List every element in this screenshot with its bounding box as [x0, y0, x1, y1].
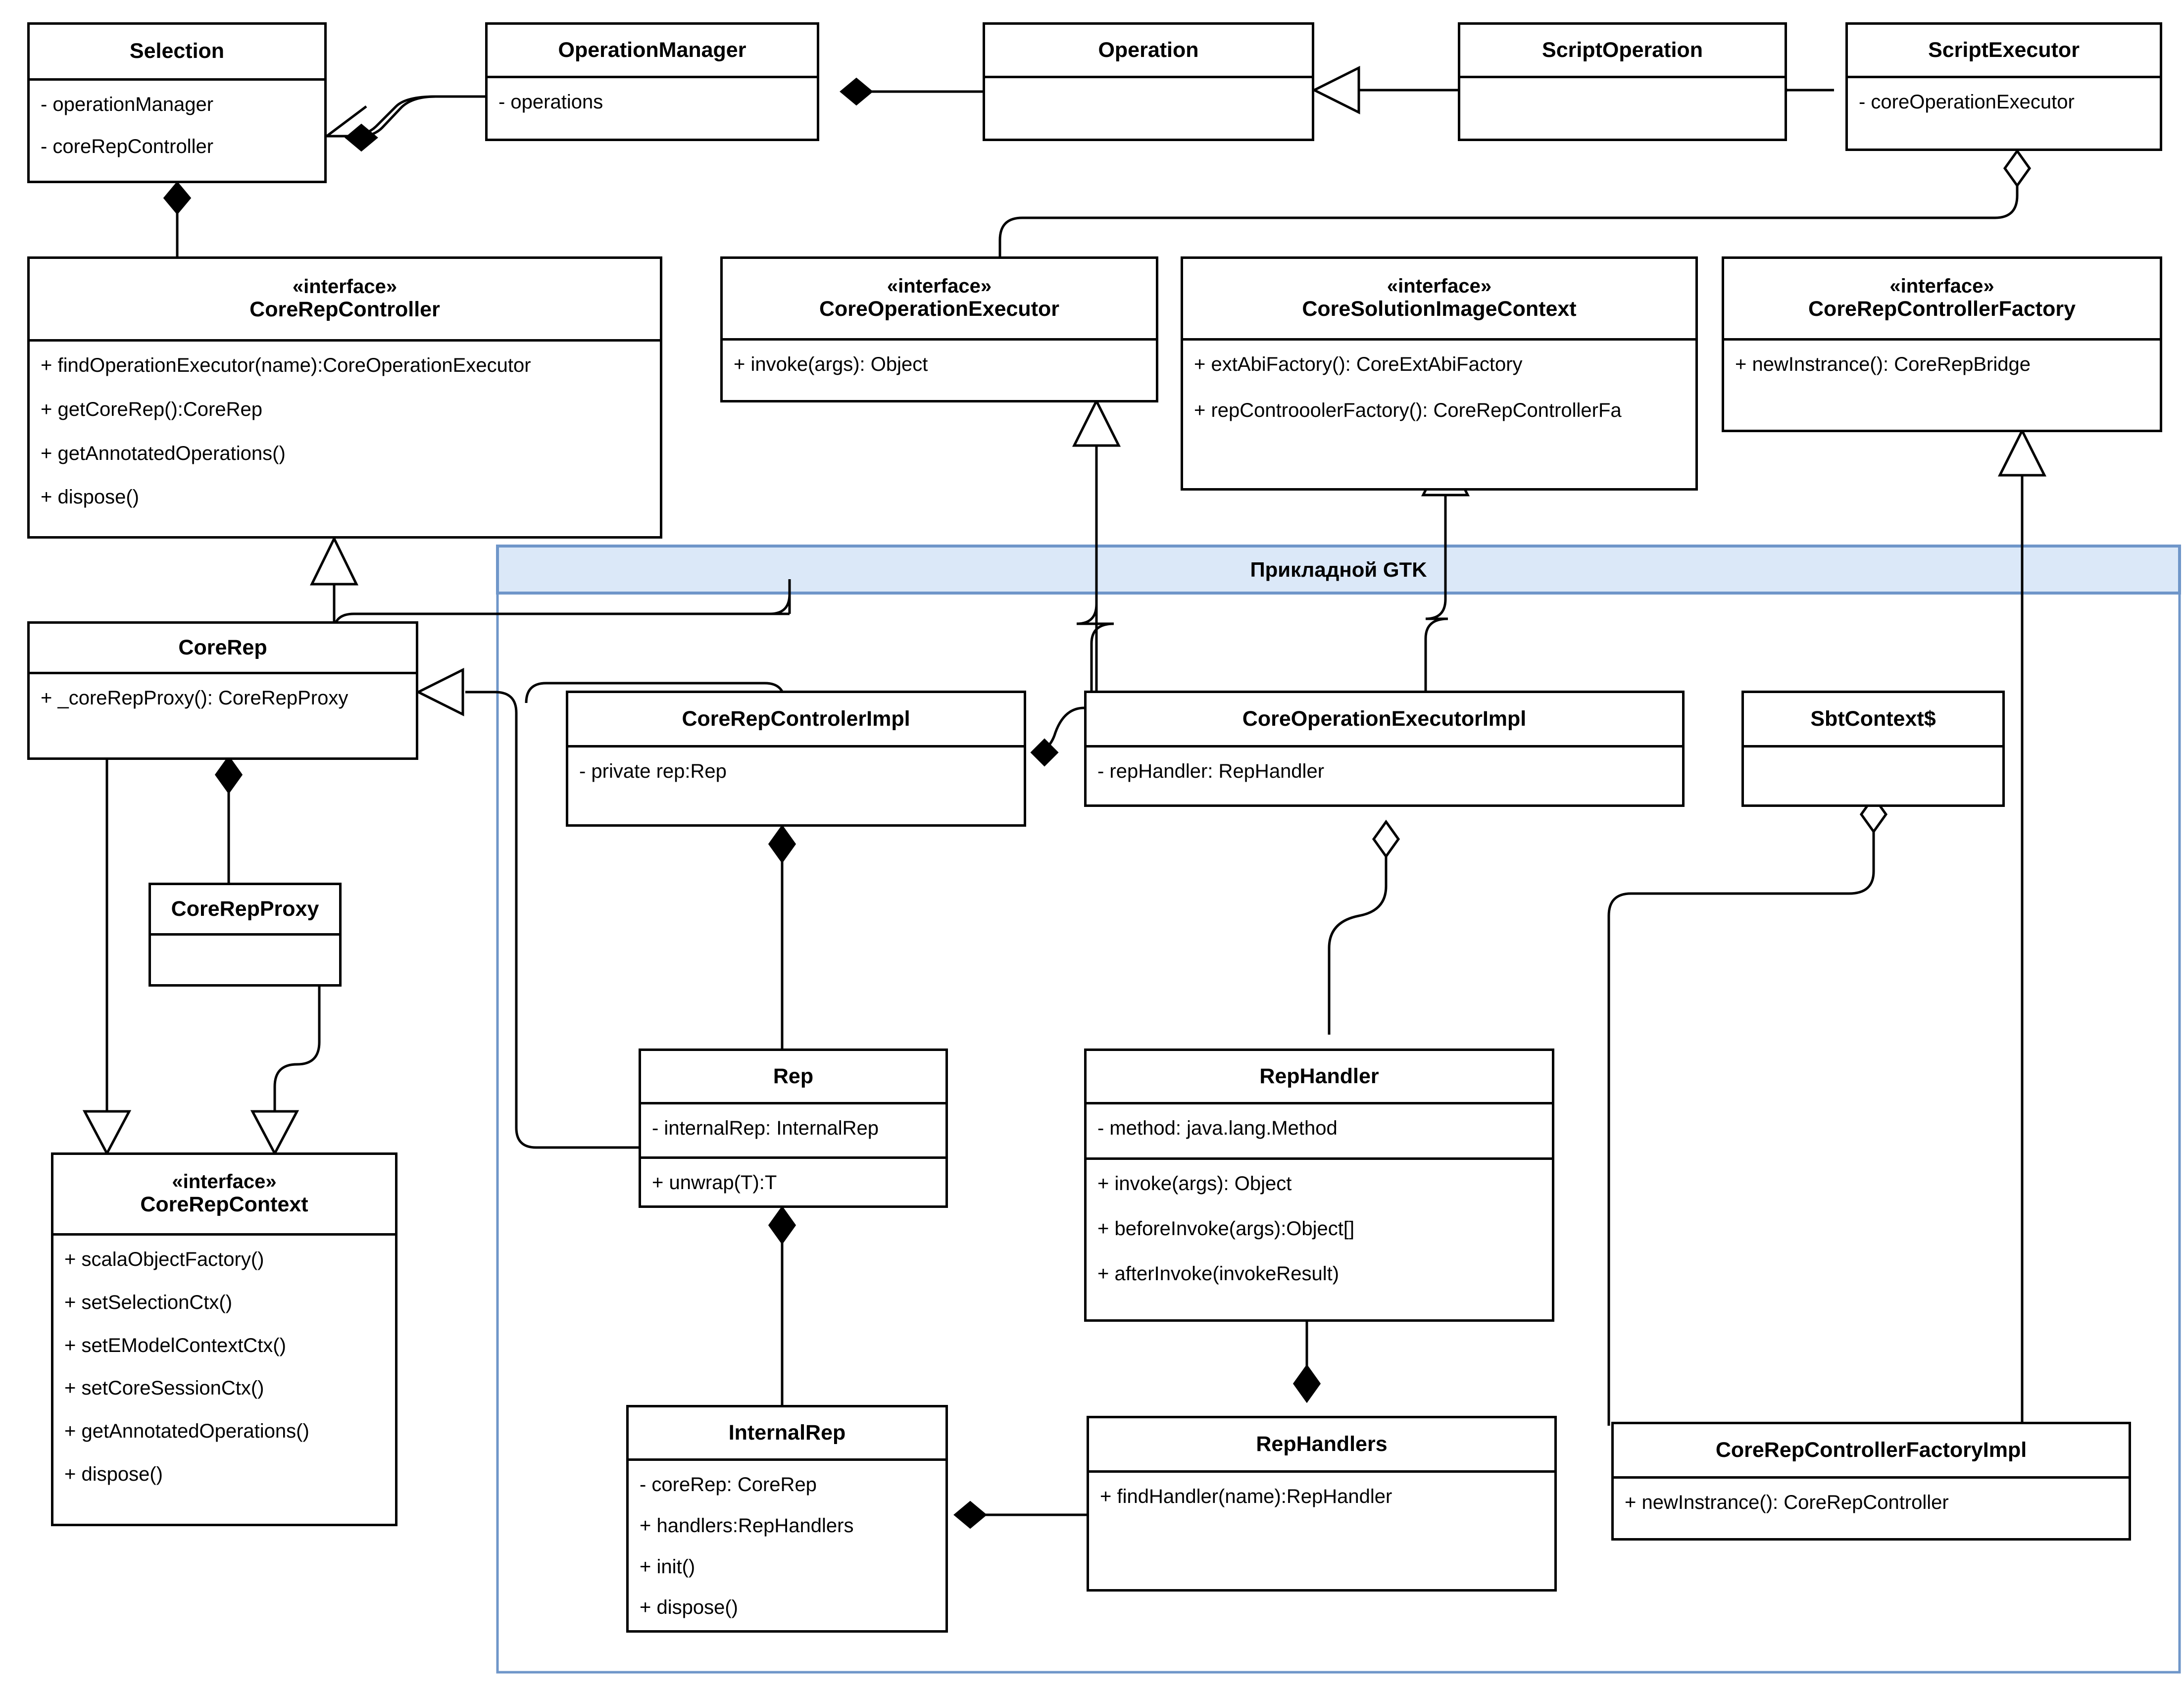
class-core-rep-proxy[interactable]: CoreRepProxy [149, 883, 342, 987]
class-operation: + setCoreSessionCtx() [64, 1377, 264, 1399]
class-stereotype: «interface» [887, 275, 992, 298]
composition-diamond-rep [768, 824, 796, 864]
class-attribute: - coreRepController [41, 135, 214, 157]
class-operation: + extAbiFactory(): CoreExtAbiFactory [1194, 353, 1523, 375]
class-selection[interactable]: Selection - operationManager - coreRepCo… [27, 22, 327, 183]
class-attribute: - coreRep: CoreRep [640, 1474, 817, 1496]
class-operation: + getAnnotatedOperations() [64, 1420, 309, 1443]
class-title: CoreRep [178, 635, 267, 659]
class-operation: + newInstrance(): CoreRepController [1625, 1492, 1949, 1513]
class-operation: + dispose() [64, 1463, 163, 1485]
class-attribute: - coreOperationExecutor [1859, 91, 2075, 113]
class-operation: + invoke(args): Object [1097, 1173, 1292, 1195]
class-attribute: - operationManager [41, 94, 214, 115]
class-title: ScriptExecutor [1928, 38, 2080, 62]
class-sbt-context[interactable]: SbtContext$ [1741, 691, 2005, 807]
class-core-rep-context[interactable]: «interface» CoreRepContext + scalaObject… [51, 1152, 397, 1526]
class-title: CoreSolutionImageContext [1302, 297, 1577, 321]
class-core-rep[interactable]: CoreRep + _coreRepProxy(): CoreRepProxy [27, 621, 418, 760]
class-attribute: - operations [498, 91, 603, 113]
class-operation: + afterInvoke(invokeResult) [1097, 1262, 1340, 1285]
class-attribute: + handlers:RepHandlers [640, 1514, 854, 1537]
class-rep-handlers[interactable]: RepHandlers + findHandler(name):RepHandl… [1087, 1416, 1557, 1592]
composition-diamond-operationmanager [840, 77, 873, 106]
class-operation: + _coreRepProxy(): CoreRepProxy [41, 687, 348, 709]
class-title: InternalRep [728, 1420, 846, 1445]
generalization-arrow-corerepcontrollerfactory [1997, 428, 2047, 477]
class-attribute: - internalRep: InternalRep [652, 1117, 879, 1139]
class-operation: + setSelectionCtx() [64, 1291, 233, 1313]
class-operation: + getCoreRep():CoreRep [41, 398, 262, 420]
class-operation: + newInstrance(): CoreRepBridge [1735, 353, 2031, 375]
class-stereotype: «interface» [172, 1171, 277, 1193]
class-title: RepHandler [1259, 1064, 1379, 1088]
class-core-operation-executor[interactable]: «interface» CoreOperationExecutor + invo… [720, 256, 1158, 402]
class-title: SbtContext$ [1810, 706, 1936, 731]
class-operation: + setEModelContextCtx() [64, 1334, 286, 1356]
class-title: Rep [773, 1064, 814, 1088]
class-core-rep-controller-factory[interactable]: «interface» CoreRepControllerFactory + n… [1722, 256, 2162, 432]
class-core-rep-controller-factory-impl[interactable]: CoreRepControllerFactoryImpl + newInstra… [1611, 1422, 2131, 1541]
class-stereotype: «interface» [292, 276, 397, 298]
class-core-operation-executor-impl[interactable]: CoreOperationExecutorImpl - repHandler: … [1084, 691, 1685, 807]
class-attribute: - private rep:Rep [579, 760, 727, 782]
class-operation: + getAnnotatedOperations() [41, 442, 286, 464]
composition-diamond-internalrep [768, 1205, 796, 1245]
class-script-operation[interactable]: ScriptOperation [1458, 22, 1787, 141]
class-attribute: - repHandler: RepHandler [1097, 760, 1325, 782]
class-core-rep-controler-impl[interactable]: CoreRepControlerImpl - private rep:Rep [566, 691, 1026, 827]
aggregation-diamond-rephandler [1372, 819, 1400, 859]
generalization-arrow-corerepcontext-left [82, 1110, 132, 1156]
class-title: CoreRepProxy [171, 897, 319, 921]
composition-diamond-coreoperationexecutorimpl [1030, 738, 1059, 767]
class-core-rep-controller[interactable]: «interface» CoreRepController + findOper… [27, 256, 662, 539]
class-operation-manager[interactable]: OperationManager - operations [485, 22, 819, 141]
class-rep[interactable]: Rep - internalRep: InternalRep + unwrap(… [639, 1048, 948, 1208]
class-title: RepHandlers [1256, 1432, 1388, 1456]
generalization-arrow-corerepcontext-right [250, 1110, 299, 1156]
aggregation-diamond-scriptexecutor [2003, 149, 2032, 188]
class-operation: + dispose() [41, 486, 139, 508]
composition-diamond-corerep-proxy [214, 755, 243, 795]
class-operation: + scalaObjectFactory() [64, 1248, 264, 1270]
class-title: CoreRepControllerFactoryImpl [1715, 1438, 2027, 1462]
class-title: CoreRepControllerFactory [1808, 297, 2076, 321]
class-stereotype: «interface» [1889, 275, 1994, 298]
class-operation[interactable]: Operation [983, 22, 1314, 141]
class-title: CoreRepContext [140, 1193, 308, 1217]
class-operation: + init() [640, 1555, 695, 1578]
package-header-band [496, 545, 2181, 595]
composition-diamond-rephandlers [1292, 1364, 1321, 1403]
class-title: CoreOperationExecutor [819, 297, 1060, 321]
class-script-executor[interactable]: ScriptExecutor - coreOperationExecutor [1845, 22, 2162, 151]
class-title: CoreRepControlerImpl [682, 706, 910, 731]
class-operation: + dispose() [640, 1597, 738, 1619]
generalization-arrow-operation [1311, 65, 1360, 115]
composition-diamond-selection [345, 123, 378, 152]
class-stereotype: «interface» [1387, 275, 1492, 298]
generalization-arrow-coreoperationexecutor [1072, 398, 1121, 447]
class-title: ScriptOperation [1542, 38, 1703, 62]
generalization-arrow-corerepcontroller [309, 536, 359, 586]
class-operation: + repControoolerFactory(): CoreRepContro… [1194, 399, 1622, 421]
class-attribute: - method: java.lang.Method [1097, 1117, 1338, 1139]
composition-diamond-selection-bottom [163, 181, 192, 215]
class-title: CoreOperationExecutorImpl [1242, 706, 1527, 731]
class-operation: + invoke(args): Object [734, 353, 928, 375]
class-title: CoreRepController [249, 298, 440, 322]
class-rep-handler[interactable]: RepHandler - method: java.lang.Method + … [1084, 1048, 1554, 1322]
class-title: OperationManager [558, 38, 746, 62]
composition-diamond-internalrep-handlers [953, 1500, 987, 1529]
generalization-arrow-corerep-right [415, 667, 464, 717]
class-title: Operation [1098, 38, 1199, 62]
class-internal-rep[interactable]: InternalRep - coreRep: CoreRep + handler… [626, 1405, 948, 1633]
class-operation: + findOperationExecutor(name):CoreOperat… [41, 354, 531, 376]
class-title: Selection [129, 39, 225, 63]
class-core-solution-image-context[interactable]: «interface» CoreSolutionImageContext + e… [1181, 256, 1698, 491]
class-operation: + unwrap(T):T [652, 1172, 777, 1194]
class-operation: + beforeInvoke(args):Object[] [1097, 1217, 1355, 1240]
class-operation: + findHandler(name):RepHandler [1100, 1486, 1392, 1507]
